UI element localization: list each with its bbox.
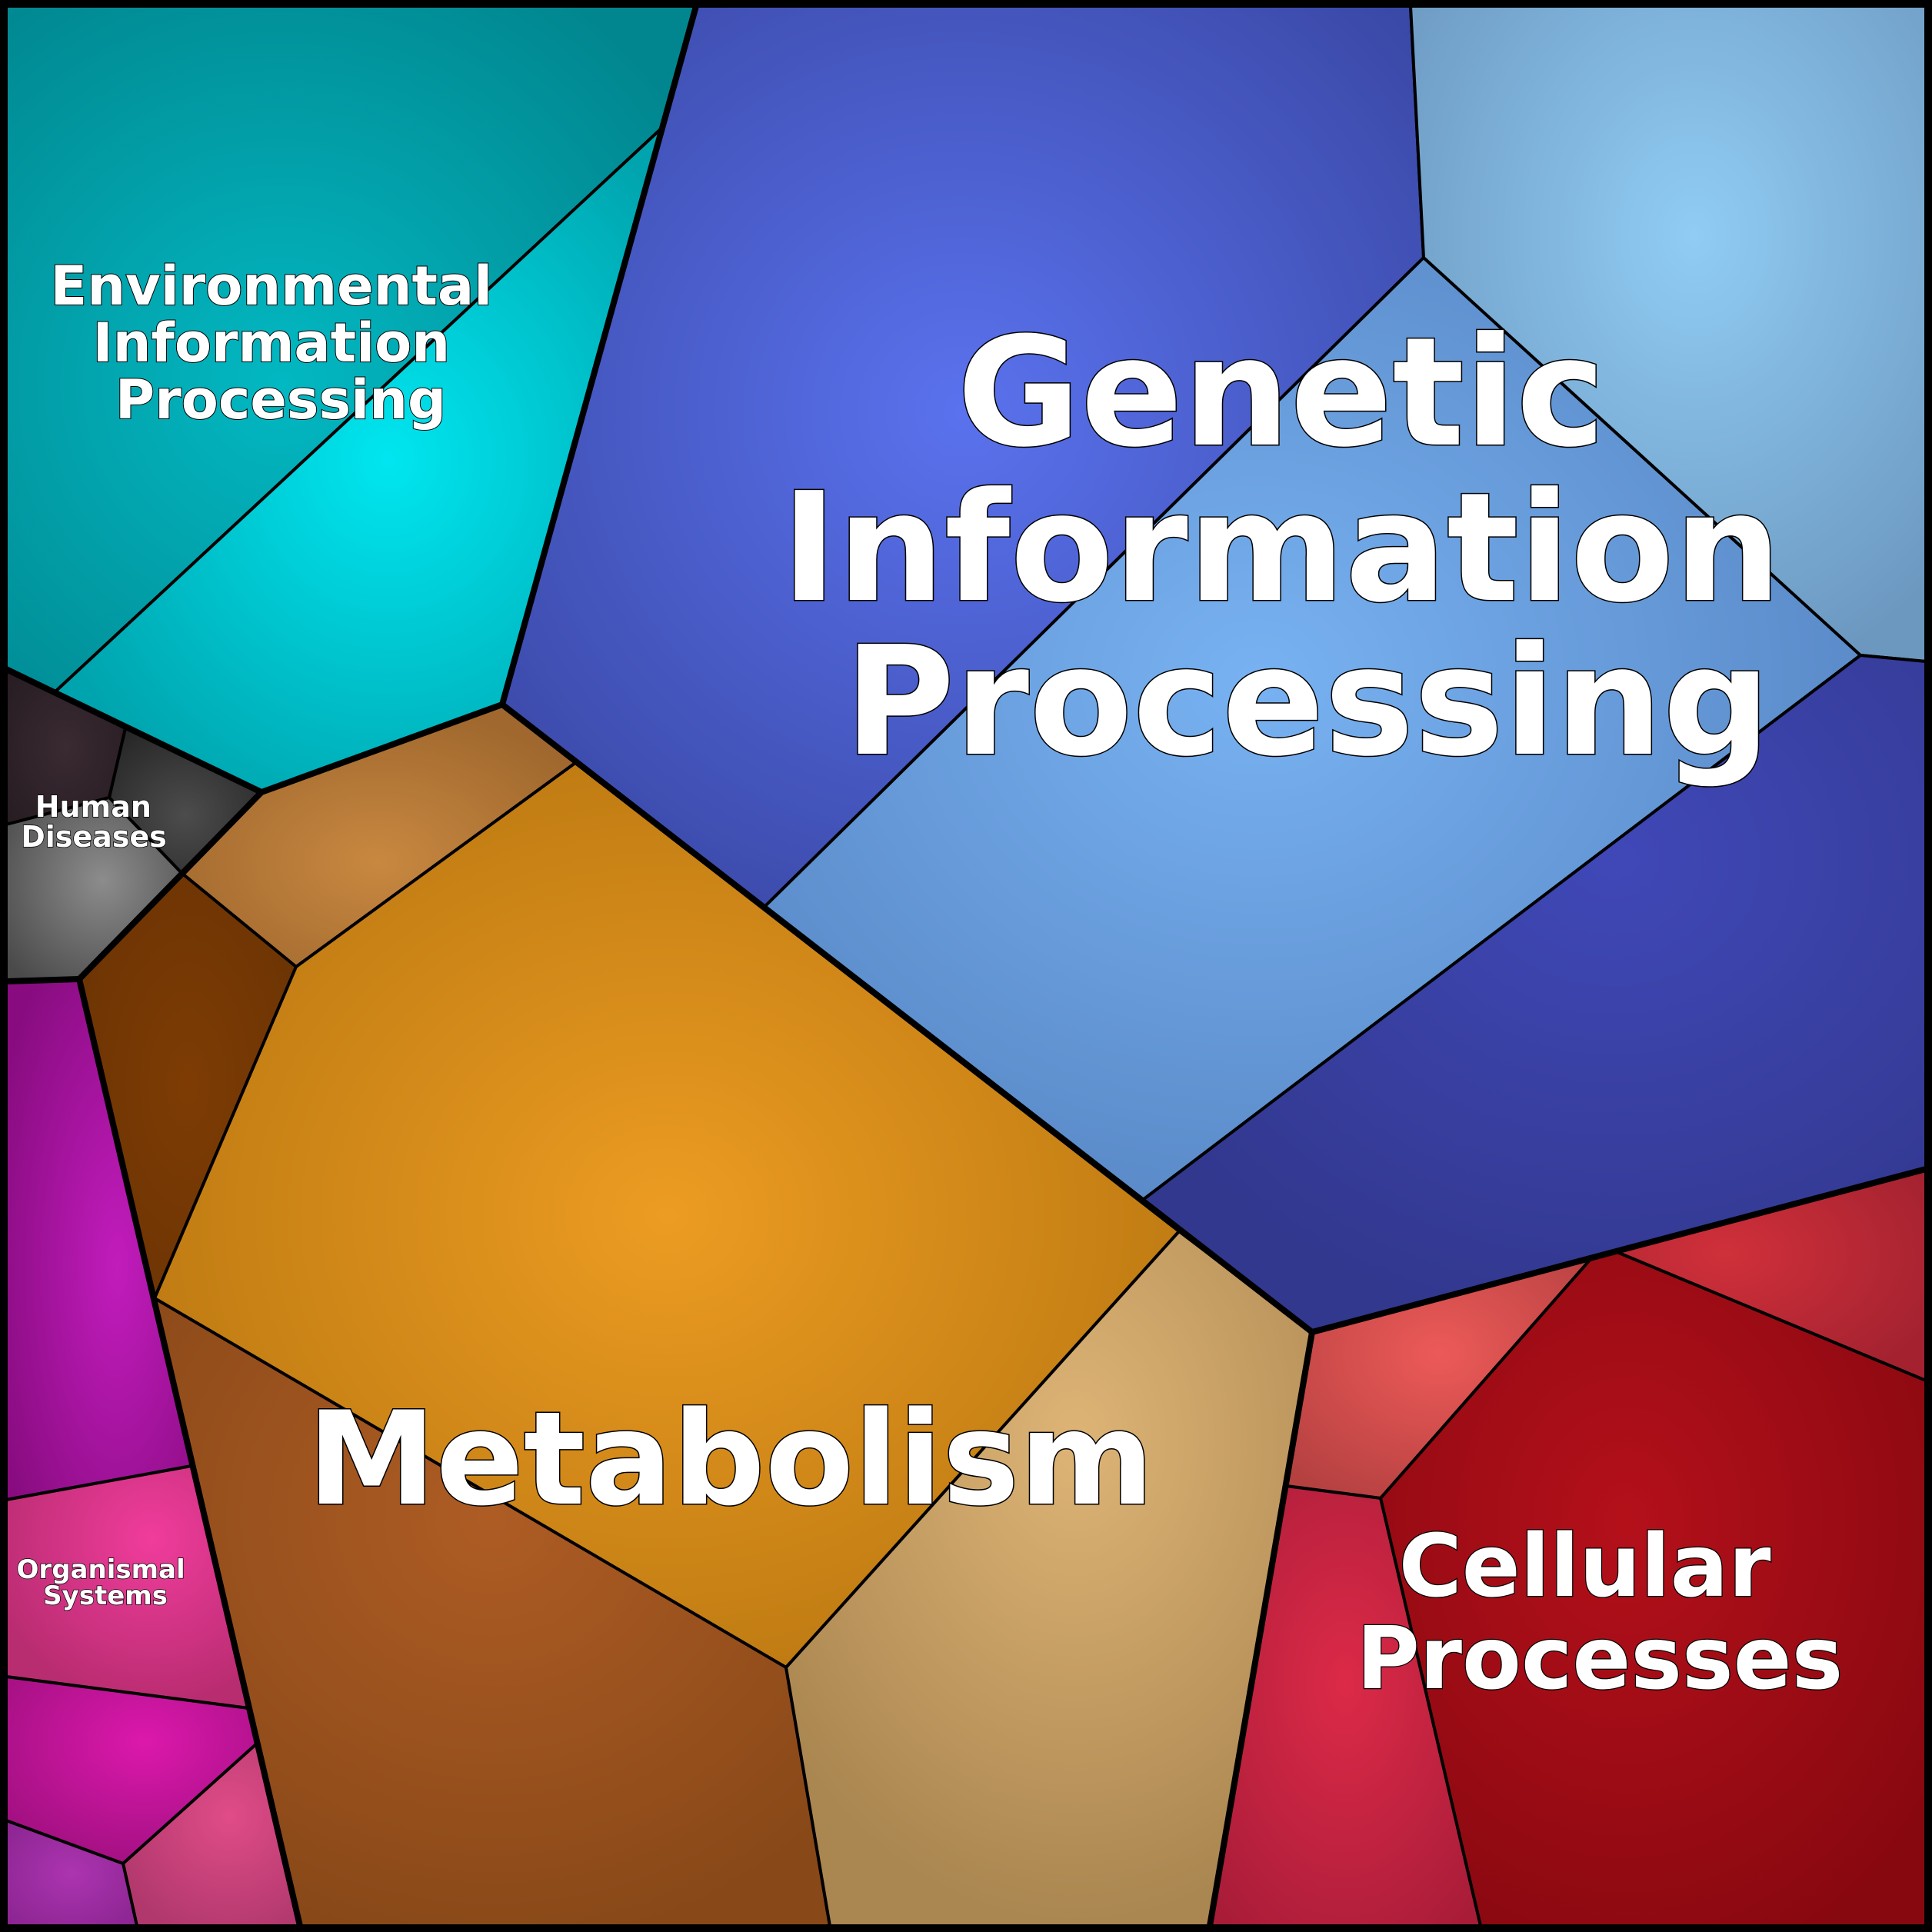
label-genetic-information-processing: Genetic Information Processing [781,305,1834,790]
label-cellular-line-1: Cellular [1399,1517,1771,1617]
label-human-diseases: Human Diseases [21,790,167,854]
label-environmental-line-1: Environmental [50,255,492,318]
label-environmental-line-2: Information [93,311,451,375]
label-organismal-line-2: Systems [43,1581,168,1611]
region-metabolism [78,703,1314,1927]
region-environmental-information-processing [5,5,698,794]
label-environmental-information-processing: Environmental Information Processing [50,255,511,431]
label-genetic-line-3: Processing [844,615,1770,790]
region-genetic-information-processing [501,5,1927,1334]
label-organismal-line-1: Organismal [17,1554,185,1585]
labels: Genetic Information Processing Metabolis… [16,254,1844,1710]
label-cellular-line-2: Processes [1357,1609,1844,1709]
label-cellular-processes: Cellular Processes [1357,1517,1844,1709]
label-genetic-line-2: Information [781,461,1782,636]
label-metabolism-line-1: Metabolism [308,1384,1154,1534]
label-human-line-1: Human [35,790,152,824]
label-genetic-line-1: Genetic [957,305,1605,481]
region-organismal-systems [5,978,301,1927]
label-environmental-line-3: Processing [115,368,446,431]
label-metabolism: Metabolism [308,1384,1154,1534]
label-human-line-2: Diseases [21,820,167,854]
label-organismal-systems: Organismal Systems [17,1554,195,1611]
